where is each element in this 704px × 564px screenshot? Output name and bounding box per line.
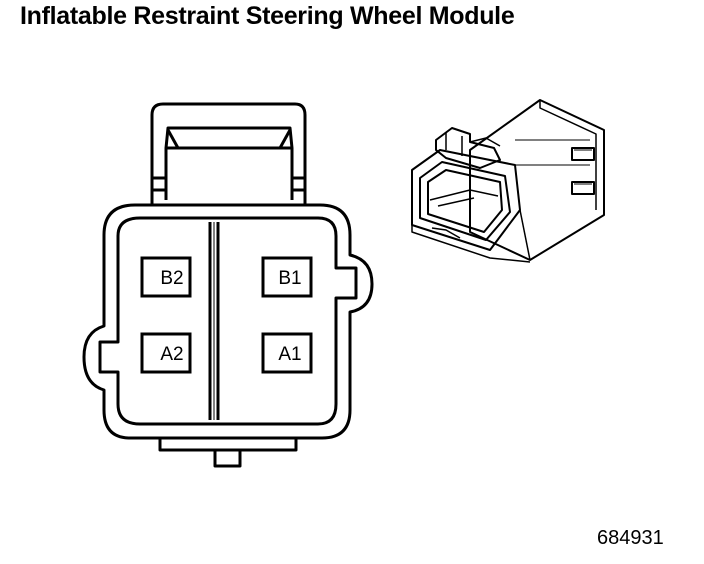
housing-outline	[82, 203, 374, 440]
connector-face-view	[82, 102, 374, 468]
pin-a1: A1	[261, 332, 313, 374]
diagram-title: Inflatable Restraint Steering Wheel Modu…	[20, 2, 515, 30]
pin-a2: A2	[140, 332, 192, 374]
connector-iso-view	[411, 99, 605, 263]
figure-number: 684931	[597, 527, 664, 549]
pin-a1-label: A1	[278, 344, 301, 365]
inner-cavity	[98, 216, 358, 426]
pin-b1-label: B1	[278, 268, 301, 289]
latch-loop	[150, 102, 307, 205]
bottom-tab	[158, 438, 298, 452]
pin-b2: B2	[140, 256, 192, 298]
pin-b1: B1	[261, 256, 313, 298]
latch-inner	[164, 126, 294, 200]
pin-a2-label: A2	[160, 344, 183, 365]
pin-b2-label: B2	[160, 268, 183, 289]
bottom-pin	[213, 450, 242, 468]
